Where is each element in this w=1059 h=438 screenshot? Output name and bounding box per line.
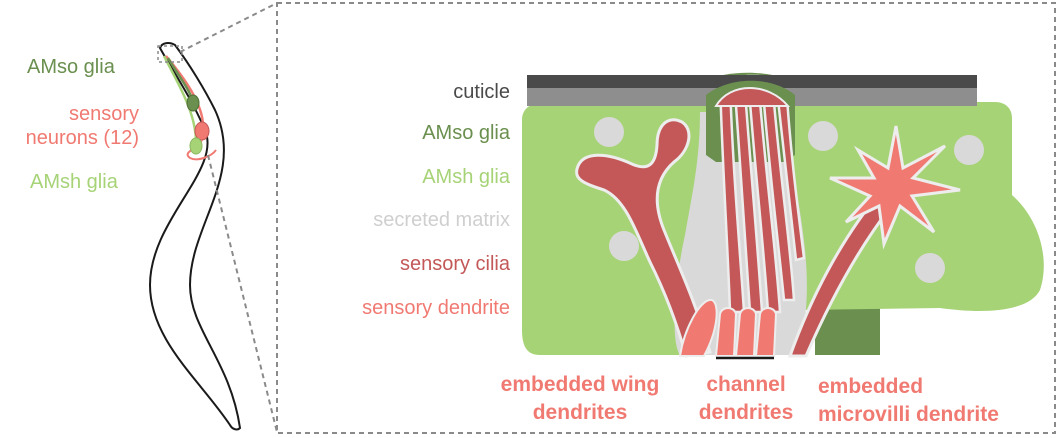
legend-cilia: sensory cilia xyxy=(400,252,510,276)
matrix-blob xyxy=(954,135,984,165)
worm-label-amsh: AMsh glia xyxy=(30,170,118,194)
worm-label-amso: AMso glia xyxy=(27,55,115,79)
worm-overview xyxy=(150,43,240,429)
legend-cuticle: cuticle xyxy=(453,80,510,104)
sensillum-detail xyxy=(522,73,1044,358)
worm-amsh-cell xyxy=(190,138,202,154)
label-channel-line1: channel xyxy=(686,372,806,397)
label-channel-line2: dendrites xyxy=(686,400,806,425)
channel-dendrite-base xyxy=(756,308,776,356)
matrix-blob xyxy=(915,253,945,283)
legend-amso: AMso glia xyxy=(422,121,510,145)
zoom-line-top xyxy=(180,3,277,52)
worm-amso-cell xyxy=(187,95,199,111)
channel-dendrite-base xyxy=(716,308,736,356)
label-microvilli-line2: microvilli dendrite xyxy=(818,402,999,427)
worm-neuron-cell xyxy=(195,122,209,140)
label-microvilli-line1: embedded xyxy=(818,374,923,399)
label-wing-line1: embedded wing xyxy=(480,372,680,397)
matrix-blob xyxy=(808,121,838,151)
worm-label-neurons-line1: sensory xyxy=(69,102,139,126)
matrix-blob xyxy=(609,231,639,261)
label-wing-line2: dendrites xyxy=(480,400,680,425)
legend-matrix: secreted matrix xyxy=(373,208,510,232)
worm-label-neurons-line2: neurons (12) xyxy=(26,126,139,150)
channel-dendrite-base xyxy=(736,308,756,356)
matrix-blob xyxy=(594,117,624,147)
legend-amsh: AMsh glia xyxy=(422,165,510,189)
legend-dendrite: sensory dendrite xyxy=(362,296,510,320)
